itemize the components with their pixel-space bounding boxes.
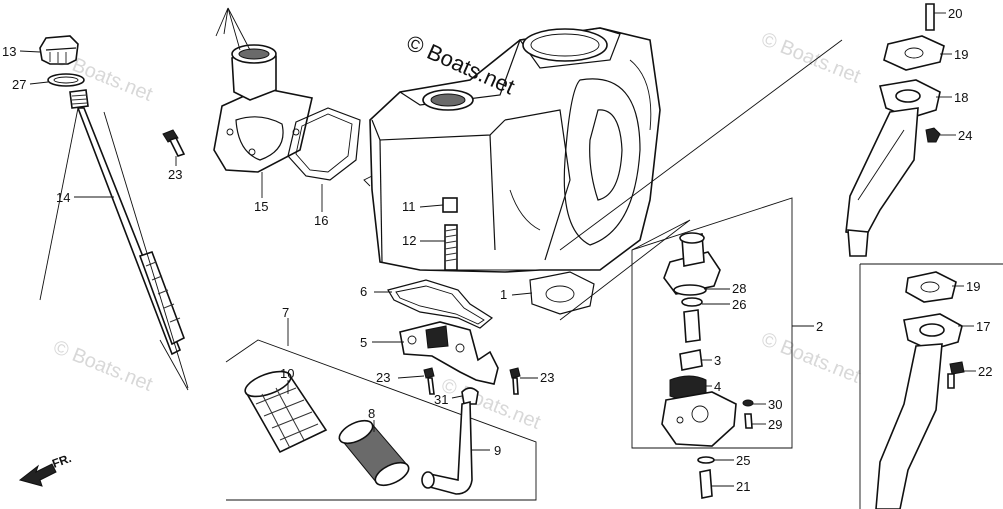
part-label-7: 7 bbox=[282, 305, 289, 320]
thermostat-cover bbox=[213, 44, 313, 173]
bolt bbox=[509, 367, 521, 395]
part-label-5: 5 bbox=[360, 335, 367, 350]
exhaust-pipe-lower bbox=[875, 313, 963, 509]
part-label-19: 19 bbox=[954, 47, 968, 62]
part-label-21: 21 bbox=[736, 479, 750, 494]
part-label-20: 20 bbox=[948, 6, 962, 21]
front-arrow: FR. bbox=[18, 451, 73, 487]
inner-rotor bbox=[679, 349, 703, 371]
part-label-19: 19 bbox=[966, 279, 980, 294]
part-label-14: 14 bbox=[56, 190, 70, 205]
lower-gasket bbox=[905, 271, 957, 303]
bolt bbox=[744, 413, 753, 429]
part-label-30: 30 bbox=[768, 397, 782, 412]
part-label-18: 18 bbox=[954, 90, 968, 105]
washer bbox=[681, 297, 703, 307]
upper-gasket bbox=[883, 35, 945, 71]
part-label-6: 6 bbox=[360, 284, 367, 299]
watermark: © Boats.net bbox=[758, 28, 864, 88]
spring bbox=[444, 224, 458, 271]
watermark: © Boats.net bbox=[758, 328, 864, 388]
part-label-9: 9 bbox=[494, 443, 501, 458]
stud-bolt bbox=[925, 3, 935, 31]
part-label-2: 2 bbox=[816, 319, 823, 334]
part-label-10: 10 bbox=[280, 366, 294, 381]
bolt bbox=[423, 367, 435, 395]
part-label-31: 31 bbox=[434, 392, 448, 407]
o-ring bbox=[673, 284, 707, 296]
bracket bbox=[399, 321, 499, 385]
bolt bbox=[947, 361, 965, 389]
cover-gasket bbox=[287, 107, 361, 181]
nut bbox=[925, 127, 941, 143]
part-label-17: 17 bbox=[976, 319, 990, 334]
part-label-12: 12 bbox=[402, 233, 416, 248]
part-label-13: 13 bbox=[2, 44, 16, 59]
pump-housing bbox=[663, 232, 721, 295]
part-label-4: 4 bbox=[714, 379, 721, 394]
dowel-pin bbox=[442, 197, 458, 213]
base-gasket bbox=[529, 271, 595, 315]
exhaust-pipe-upper bbox=[845, 79, 941, 257]
front-label: FR. bbox=[50, 451, 73, 471]
part-label-1: 1 bbox=[500, 287, 507, 302]
box-7 bbox=[225, 339, 537, 501]
part-label-29: 29 bbox=[768, 417, 782, 432]
part-label-25: 25 bbox=[736, 453, 750, 468]
part-label-26: 26 bbox=[732, 297, 746, 312]
part-label-27: 27 bbox=[12, 77, 26, 92]
watermark: © Boats.net bbox=[50, 336, 156, 396]
washer bbox=[742, 399, 754, 407]
part-label-11: 11 bbox=[402, 199, 416, 214]
part-label-23: 23 bbox=[376, 370, 390, 385]
strainer-screen bbox=[244, 370, 328, 454]
part-label-22: 22 bbox=[978, 364, 992, 379]
part-label-3: 3 bbox=[714, 353, 721, 368]
pump-shaft bbox=[683, 309, 701, 343]
part-label-28: 28 bbox=[732, 281, 746, 296]
part-label-16: 16 bbox=[314, 213, 328, 228]
bolt bbox=[699, 469, 713, 499]
washer bbox=[697, 456, 715, 464]
box-2 bbox=[631, 197, 793, 449]
part-label-15: 15 bbox=[254, 199, 268, 214]
oil-filler-cap bbox=[39, 35, 79, 65]
part-label-8: 8 bbox=[368, 406, 375, 421]
part-label-23: 23 bbox=[168, 167, 182, 182]
part-label-24: 24 bbox=[958, 128, 972, 143]
leader-lines bbox=[19, 12, 976, 487]
part-labels: 13 27 14 23 15 16 11 12 6 1 5 7 10 8 9 2… bbox=[2, 6, 992, 494]
dipstick bbox=[69, 89, 186, 356]
pickup-pipe bbox=[421, 400, 473, 495]
clip bbox=[461, 387, 479, 405]
part-label-23: 23 bbox=[540, 370, 554, 385]
o-ring bbox=[47, 73, 85, 87]
pump-body bbox=[661, 391, 737, 447]
gasket bbox=[387, 279, 494, 329]
oil-filter-element bbox=[338, 419, 410, 487]
bolt bbox=[162, 129, 186, 157]
